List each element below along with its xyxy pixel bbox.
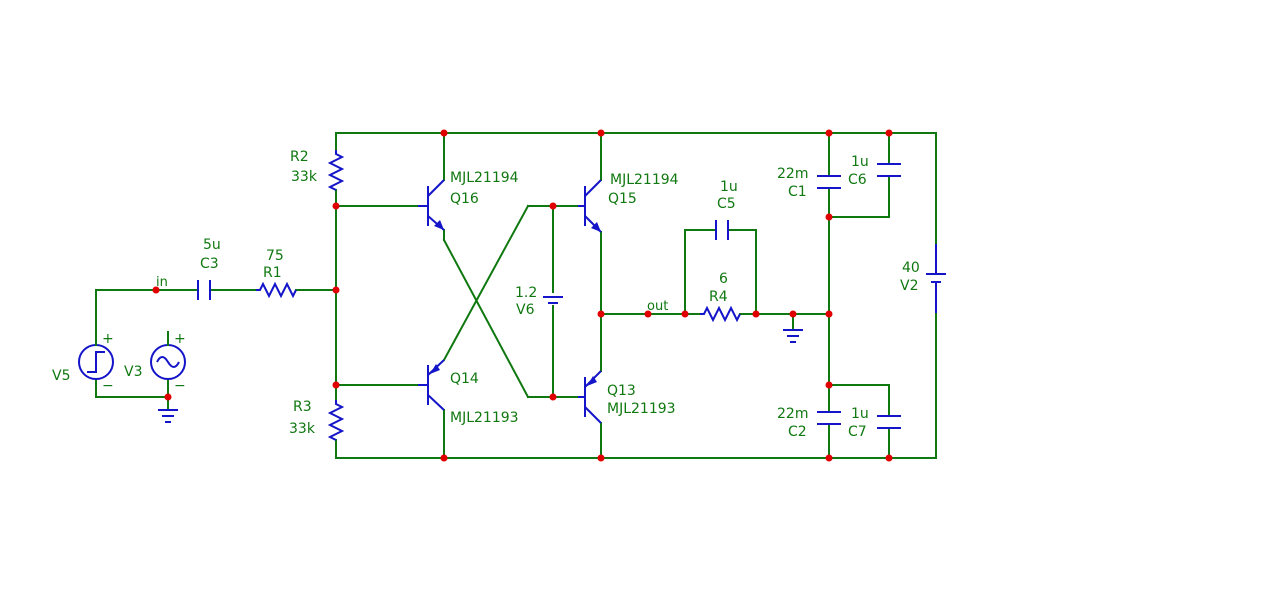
capacitor-c3	[197, 280, 211, 300]
r3-ref: R3	[293, 399, 312, 415]
resistor-r2	[327, 150, 345, 191]
c7-value: 1u	[851, 406, 869, 422]
net-label-out: out	[647, 299, 668, 314]
pulse-source-v5: + −	[78, 331, 114, 394]
r3-value: 33k	[289, 421, 316, 437]
v5-plus-sign: +	[102, 331, 114, 347]
transistor-q13	[578, 370, 602, 424]
c6-value: 1u	[851, 154, 869, 170]
v5-minus-sign: −	[102, 378, 114, 394]
sine-source-v3: + −	[150, 331, 186, 394]
v2-ref: V2	[900, 278, 918, 294]
capacitor-c2	[817, 411, 841, 425]
q13-value: MJL21193	[607, 401, 676, 417]
r4-value: 6	[719, 271, 728, 287]
v6-ref: V6	[516, 302, 535, 318]
capacitor-c1	[817, 175, 841, 189]
v3-minus-sign: −	[174, 378, 186, 394]
capacitor-c7	[877, 415, 901, 429]
battery-v6	[543, 296, 563, 304]
ground-symbol-input	[158, 409, 178, 423]
v3-plus-sign: +	[174, 331, 186, 347]
c3-value: 5u	[203, 237, 221, 253]
q14-value: MJL21193	[450, 410, 519, 426]
v3-ref: V3	[124, 364, 142, 380]
transistor-q16	[418, 179, 445, 231]
r2-value: 33k	[291, 169, 318, 185]
capacitor-c6	[877, 163, 901, 177]
q14-ref: Q14	[450, 371, 479, 387]
c1-value: 22m	[777, 166, 808, 182]
labels: R2 33k R3 33k 5u C3 75 R1 in V5 V3 MJL21…	[52, 149, 920, 440]
c1-ref: C1	[788, 184, 807, 200]
resistor-r1	[256, 281, 297, 299]
v6-value: 1.2	[515, 285, 537, 301]
c5-value: 1u	[720, 179, 738, 195]
c2-ref: C2	[788, 424, 807, 440]
transistor-q14	[418, 359, 445, 411]
q16-ref: Q16	[450, 191, 479, 207]
q16-value: MJL21194	[450, 170, 519, 186]
v5-ref: V5	[52, 368, 70, 384]
c2-value: 22m	[777, 406, 808, 422]
r2-ref: R2	[290, 149, 309, 165]
q15-ref: Q15	[608, 191, 637, 207]
resistor-r3	[327, 400, 345, 441]
r1-value: 75	[266, 248, 284, 264]
battery-v2	[926, 244, 946, 313]
c3-ref: C3	[200, 256, 219, 272]
r1-ref: R1	[263, 265, 282, 281]
q15-value: MJL21194	[610, 172, 679, 188]
c6-ref: C6	[848, 172, 867, 188]
c7-ref: C7	[848, 424, 867, 440]
junction-dots	[152, 129, 893, 462]
capacitor-c5	[715, 220, 729, 240]
q13-ref: Q13	[607, 383, 636, 399]
r4-ref: R4	[709, 289, 728, 305]
net-label-in: in	[156, 275, 168, 290]
c5-ref: C5	[717, 196, 736, 212]
v2-value: 40	[902, 260, 920, 276]
resistor-r4	[700, 305, 741, 323]
ground-symbol-output	[783, 329, 803, 343]
transistor-q15	[578, 179, 602, 233]
